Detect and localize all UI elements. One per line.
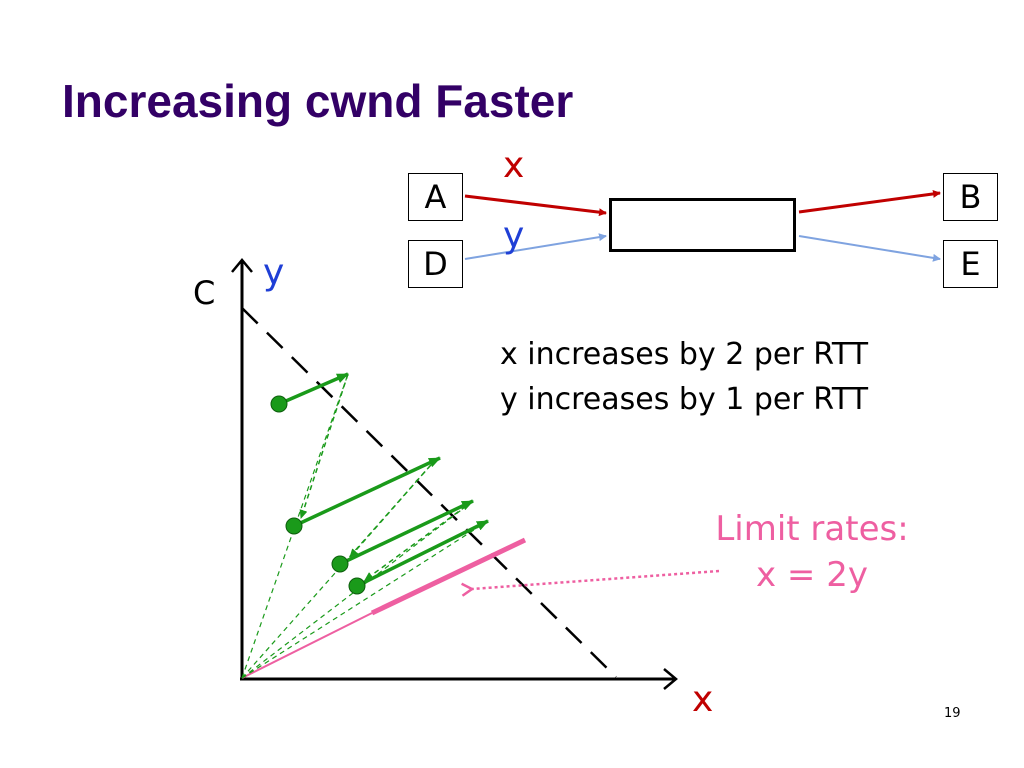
limit-line-thin	[241, 612, 373, 679]
capacity-label: C	[193, 274, 216, 312]
limit-rates-heading: Limit rates:	[715, 509, 909, 549]
state-points	[270, 395, 366, 595]
decrease-arrow	[299, 373, 349, 519]
decrease-arrow	[349, 457, 438, 558]
rule-y-increase: y increases by 1 per RTT	[500, 382, 869, 417]
plot-axes	[231, 258, 678, 690]
host-d-box: D	[408, 240, 463, 288]
bottleneck-router-box	[609, 198, 796, 252]
increase-arrow	[339, 499, 474, 566]
origin-fan	[241, 373, 489, 679]
flow-x-label: x	[503, 145, 525, 186]
x-axis-arrowhead	[663, 668, 678, 690]
flow-y-link-out	[798, 235, 941, 262]
host-a-box: A	[408, 173, 463, 221]
callout-arrow	[472, 569, 720, 589]
slide-title: Increasing cwnd Faster	[62, 75, 574, 127]
limit-rates-equation: x = 2y	[756, 555, 868, 595]
increase-arrow	[356, 519, 489, 588]
flow-x-link-in	[464, 194, 607, 217]
increase-steps	[278, 372, 489, 588]
state-point	[348, 577, 366, 595]
slide-number: 19	[944, 706, 961, 721]
flow-x-links	[464, 189, 941, 217]
flow-y-label: y	[503, 215, 525, 256]
capacity-line	[241, 307, 617, 678]
host-b-box: B	[943, 173, 998, 221]
rule-x-increase: x increases by 2 per RTT	[500, 337, 869, 372]
limit-lines	[241, 537, 527, 679]
decrease-steps	[299, 373, 474, 581]
flow-y-link-in	[464, 233, 607, 260]
host-e-box: E	[943, 240, 998, 288]
state-point	[331, 555, 349, 573]
increase-arrow	[278, 372, 349, 406]
limit-line-thick	[370, 537, 527, 616]
state-point	[285, 517, 303, 535]
fan-line	[241, 520, 489, 679]
flow-x-link-out	[798, 189, 941, 214]
y-axis-label: y	[263, 252, 285, 293]
decrease-arrow	[364, 500, 474, 581]
flow-y-links	[464, 233, 941, 262]
x-axis-label: x	[692, 679, 714, 720]
increase-arrow	[293, 456, 441, 528]
state-point	[270, 395, 288, 413]
